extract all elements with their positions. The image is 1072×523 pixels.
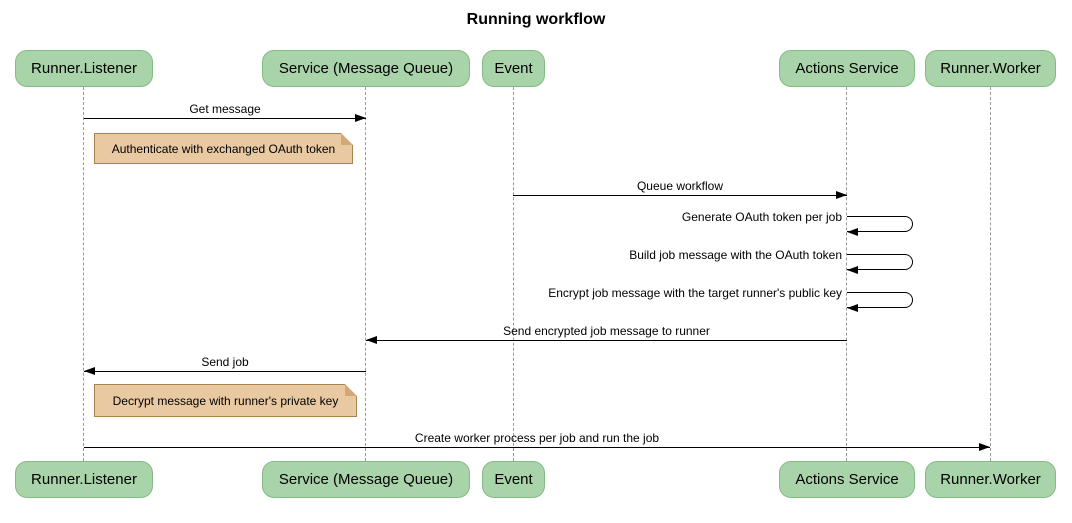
arrowhead-right-icon: [836, 191, 847, 199]
arrowhead-right-icon: [355, 114, 366, 122]
participant-bottom-service-message-queue: Service (Message Queue): [262, 461, 470, 498]
note-authenticate: Authenticate with exchanged OAuth token: [94, 133, 353, 164]
arrowhead-left-icon: [847, 228, 858, 236]
note-text: Authenticate with exchanged OAuth token: [111, 141, 336, 156]
note-fold-icon: [345, 384, 357, 396]
message-label-send-encrypted: Send encrypted job message to runner: [503, 324, 710, 338]
lifeline-actions-service: [846, 87, 847, 461]
diagram-title: Running workflow: [466, 11, 606, 28]
participant-top-actions-service: Actions Service: [779, 50, 915, 87]
note-decrypt: Decrypt message with runner's private ke…: [94, 384, 357, 417]
note-text: Decrypt message with runner's private ke…: [112, 393, 339, 408]
message-line: [84, 118, 366, 119]
message-label-encrypt-job-message: Encrypt job message with the target runn…: [548, 286, 842, 300]
self-loop: [847, 292, 913, 308]
participant-label: Runner.Listener: [31, 471, 137, 488]
message-label-get-message: Get message: [189, 102, 261, 116]
participant-bottom-runner-listener: Runner.Listener: [15, 461, 153, 498]
participant-bottom-event: Event: [482, 461, 545, 498]
self-loop: [847, 254, 913, 270]
participant-label: Runner.Listener: [31, 60, 137, 77]
participant-label: Service (Message Queue): [278, 471, 454, 488]
lifeline-runner-listener: [83, 87, 84, 461]
lifeline-event: [513, 87, 514, 461]
note-fold-icon: [341, 133, 353, 145]
participant-label: Runner.Worker: [940, 471, 1041, 488]
participant-bottom-actions-service: Actions Service: [779, 461, 915, 498]
participant-top-runner-worker: Runner.Worker: [925, 50, 1056, 87]
arrowhead-left-icon: [847, 266, 858, 274]
participant-label: Actions Service: [795, 60, 899, 77]
participant-top-runner-listener: Runner.Listener: [15, 50, 153, 87]
participant-label: Runner.Worker: [940, 60, 1041, 77]
message-label-create-worker: Create worker process per job and run th…: [414, 431, 660, 445]
participant-bottom-runner-worker: Runner.Worker: [925, 461, 1056, 498]
message-line: [513, 195, 847, 196]
participant-top-service-message-queue: Service (Message Queue): [262, 50, 470, 87]
message-label-build-job-message: Build job message with the OAuth token: [629, 248, 842, 262]
lifeline-runner-worker: [990, 87, 991, 461]
self-loop: [847, 216, 913, 232]
arrowhead-right-icon: [979, 443, 990, 451]
participant-label: Event: [494, 60, 533, 77]
message-line: [84, 371, 366, 372]
arrowhead-left-icon: [366, 336, 377, 344]
participant-label: Event: [494, 471, 533, 488]
message-label-send-job: Send job: [201, 355, 249, 369]
participant-top-event: Event: [482, 50, 545, 87]
message-label-queue-workflow: Queue workflow: [636, 179, 724, 193]
lifeline-service-message-queue: [365, 87, 366, 461]
participant-label: Service (Message Queue): [278, 60, 454, 77]
message-line: [366, 340, 847, 341]
participant-label: Actions Service: [795, 471, 899, 488]
message-label-generate-oauth: Generate OAuth token per job: [681, 210, 842, 224]
arrowhead-left-icon: [847, 304, 858, 312]
arrowhead-left-icon: [84, 367, 95, 375]
message-line: [84, 447, 990, 448]
